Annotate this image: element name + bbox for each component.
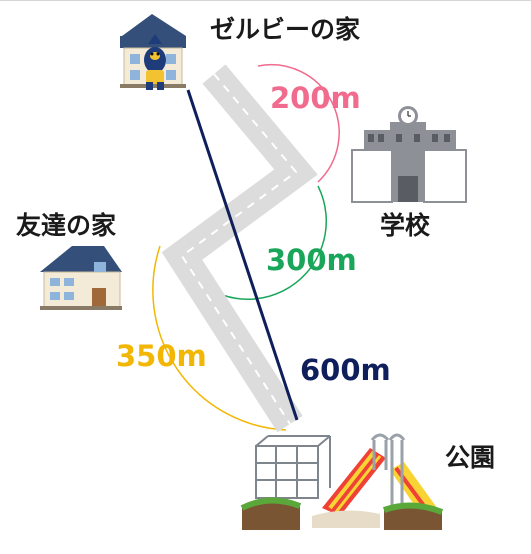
direct-line-home-to-park [186,89,299,421]
label-zerubi-house: ゼルビーの家 [210,15,360,44]
arc-home-to-school [257,63,340,183]
distance-school-to-friend: 300m [266,243,357,277]
house-with-mascot-icon [120,14,186,90]
label-friend-house: 友達の家 [16,211,116,240]
top-divider [0,0,531,1]
playground-icon [240,433,444,530]
label-school: 学校 [380,211,431,240]
distance-direct: 600m [300,353,391,387]
arc-friend-to-park [152,245,287,431]
house-icon [40,246,122,310]
label-park: 公園 [445,443,495,472]
distance-home-to-school: 200m [270,81,361,115]
road [161,64,318,433]
school-building-icon [351,106,467,203]
distance-friend-to-park: 350m [116,339,207,373]
